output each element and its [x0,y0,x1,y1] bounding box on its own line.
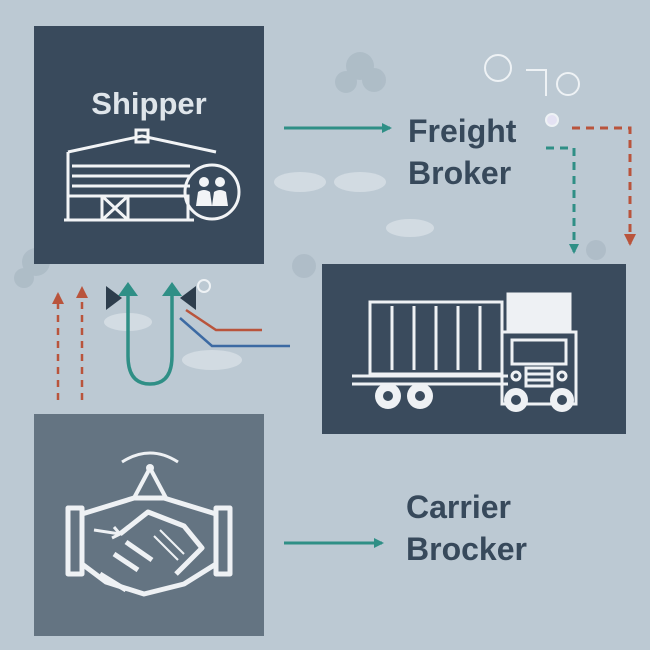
shipper-title: Shipper [91,86,207,121]
bubble-connector [526,69,547,96]
dark-marker-right [180,286,196,310]
dark-marker-left [106,286,122,310]
red-line-to-truck [185,308,262,332]
warehouse-icon [64,128,217,222]
teal-u-loop [126,290,174,386]
shipper-panel: Shipper [34,26,264,264]
carrier-broker-line2: Brocker [406,531,527,567]
bubble-decoration [197,54,580,293]
teal-loop-left-head [118,282,138,296]
freight-broker-line1: Freight [408,113,517,149]
arrow-freight-broker-to-truck-teal [546,146,579,254]
teal-loop-right-head [162,282,182,296]
blue-line-to-truck [179,317,290,348]
arrow-freight-broker-to-truck-red [572,126,636,246]
carrier-panel [34,414,264,636]
carrier-broker-line1: Carrier [406,489,511,525]
freight-broker-label: Freight Broker [408,110,516,194]
carrier-broker-label: Carrier Brocker [406,486,527,570]
handshake-icon [65,451,233,597]
truck-icon [352,292,578,412]
truck-panel [322,264,626,434]
people-icon [183,163,241,221]
cloud-decoration [104,172,434,370]
freight-broker-line2: Broker [408,155,512,191]
